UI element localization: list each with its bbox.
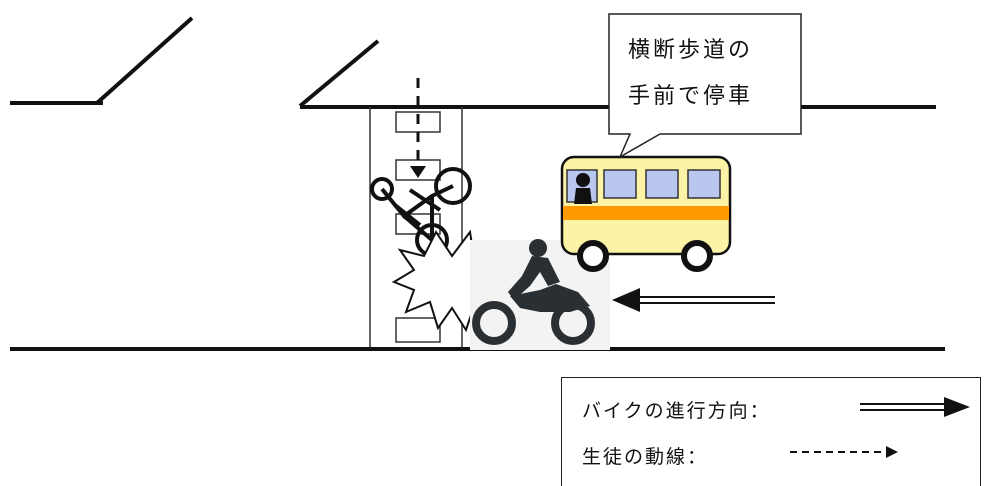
motorbike-front-wheel (472, 301, 516, 345)
bus (560, 155, 732, 272)
rider-helmet (529, 239, 547, 257)
rider-body (508, 256, 560, 300)
bus-driver-body (574, 188, 592, 204)
motorbike-direction-arrow (612, 288, 775, 312)
legend: バイクの進行方向： 生徒の動線： (561, 377, 981, 486)
motorbike-rear-wheel (551, 301, 595, 345)
bus-rear-wheel (681, 240, 713, 272)
callout-text: 横断歩道の 手前で停車 (628, 28, 788, 120)
bus-window (603, 169, 637, 199)
side-street-right-edge (298, 39, 380, 108)
bicycle (370, 167, 472, 257)
crosswalk-stripe (395, 317, 441, 343)
callout-line-2: 手前で停車 (628, 84, 754, 109)
callout-line-1: 横断歩道の (628, 38, 754, 63)
bus-front-wheel (577, 240, 609, 272)
legend-dashed-arrow-icon (790, 446, 898, 458)
legend-motorbike-direction-label: バイクの進行方向： (582, 400, 771, 422)
speech-callout (608, 13, 802, 159)
side-street-left-edge (95, 16, 194, 105)
bus-stripe (563, 206, 729, 220)
bus-window (687, 169, 721, 199)
student-path-arrow (410, 78, 426, 178)
bus-window (645, 169, 679, 199)
legend-double-arrow-icon (860, 397, 970, 417)
bus-driver-head (576, 173, 590, 187)
legend-student-path-label: 生徒の動線： (582, 446, 709, 468)
